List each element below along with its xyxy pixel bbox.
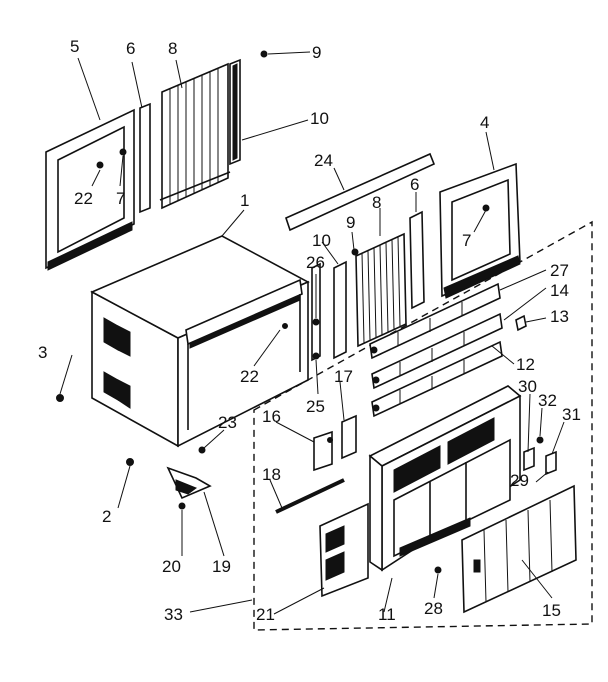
callout-19: 19	[212, 557, 231, 576]
accordion-curtain-right	[355, 232, 407, 348]
bracket-16	[313, 430, 333, 472]
callout-31: 31	[562, 405, 581, 424]
callout-22: 22	[74, 189, 93, 208]
front-panel-15	[461, 484, 577, 614]
callout-24: 24	[314, 151, 333, 170]
callout-17: 17	[334, 367, 353, 386]
clip-13	[515, 314, 527, 332]
filter-bars	[369, 282, 503, 418]
curtain-rail-left	[229, 58, 241, 166]
cabinet	[90, 235, 310, 448]
callout-7: 7	[462, 231, 471, 250]
callout-3: 3	[38, 343, 47, 362]
callout-28: 28	[424, 599, 443, 618]
callout-21: 21	[256, 605, 275, 624]
callout-9: 9	[346, 213, 355, 232]
callout-labels: 5 6 8 9 10 22 7 1 24 4 6 8 9 10 7 26 27 …	[38, 37, 581, 624]
callout-5: 5	[70, 37, 79, 56]
front-assembly-boundary	[253, 220, 593, 631]
screw-28	[434, 566, 442, 574]
callout-12: 12	[516, 355, 535, 374]
callout-10: 10	[310, 109, 329, 128]
callout-20: 20	[162, 557, 181, 576]
callout-2: 2	[102, 507, 111, 526]
callout-25: 25	[306, 397, 325, 416]
curtain-rail-right	[333, 248, 359, 360]
callout-13: 13	[550, 307, 569, 326]
left-side-frame	[45, 108, 135, 271]
leader-lines	[59, 51, 565, 615]
callout-9: 9	[312, 43, 321, 62]
callout-27: 27	[550, 261, 569, 280]
side-strip-left	[139, 102, 151, 214]
top-rail-strip	[285, 152, 436, 232]
callout-26: 26	[306, 253, 325, 272]
screws-misc	[56, 394, 206, 510]
control-rod-18	[275, 478, 345, 514]
callout-33: 33	[164, 605, 183, 624]
bracket-17	[341, 414, 357, 460]
callout-10: 10	[312, 231, 331, 250]
bracket-19	[166, 466, 212, 500]
callout-29: 29	[510, 471, 529, 490]
screw-9-top	[260, 50, 268, 58]
callout-6: 6	[126, 39, 135, 58]
callout-7: 7	[116, 189, 125, 208]
control-knobs	[523, 436, 557, 476]
callout-15: 15	[542, 601, 561, 620]
callout-30: 30	[518, 377, 537, 396]
callout-16: 16	[262, 407, 281, 426]
callout-8: 8	[372, 193, 381, 212]
callout-4: 4	[480, 113, 489, 132]
front-panel-21	[319, 502, 369, 598]
callout-1: 1	[240, 191, 249, 210]
callout-32: 32	[538, 391, 557, 410]
side-strip-right	[409, 210, 425, 310]
accordion-curtain-left	[159, 62, 231, 210]
right-side-frame	[439, 162, 521, 299]
callout-14: 14	[550, 281, 569, 300]
callout-22: 22	[240, 367, 259, 386]
callout-23: 23	[218, 413, 237, 432]
callout-8: 8	[168, 39, 177, 58]
callout-18: 18	[262, 465, 281, 484]
front-grille-body	[368, 385, 522, 572]
callout-11: 11	[378, 605, 396, 624]
callout-6: 6	[410, 175, 419, 194]
